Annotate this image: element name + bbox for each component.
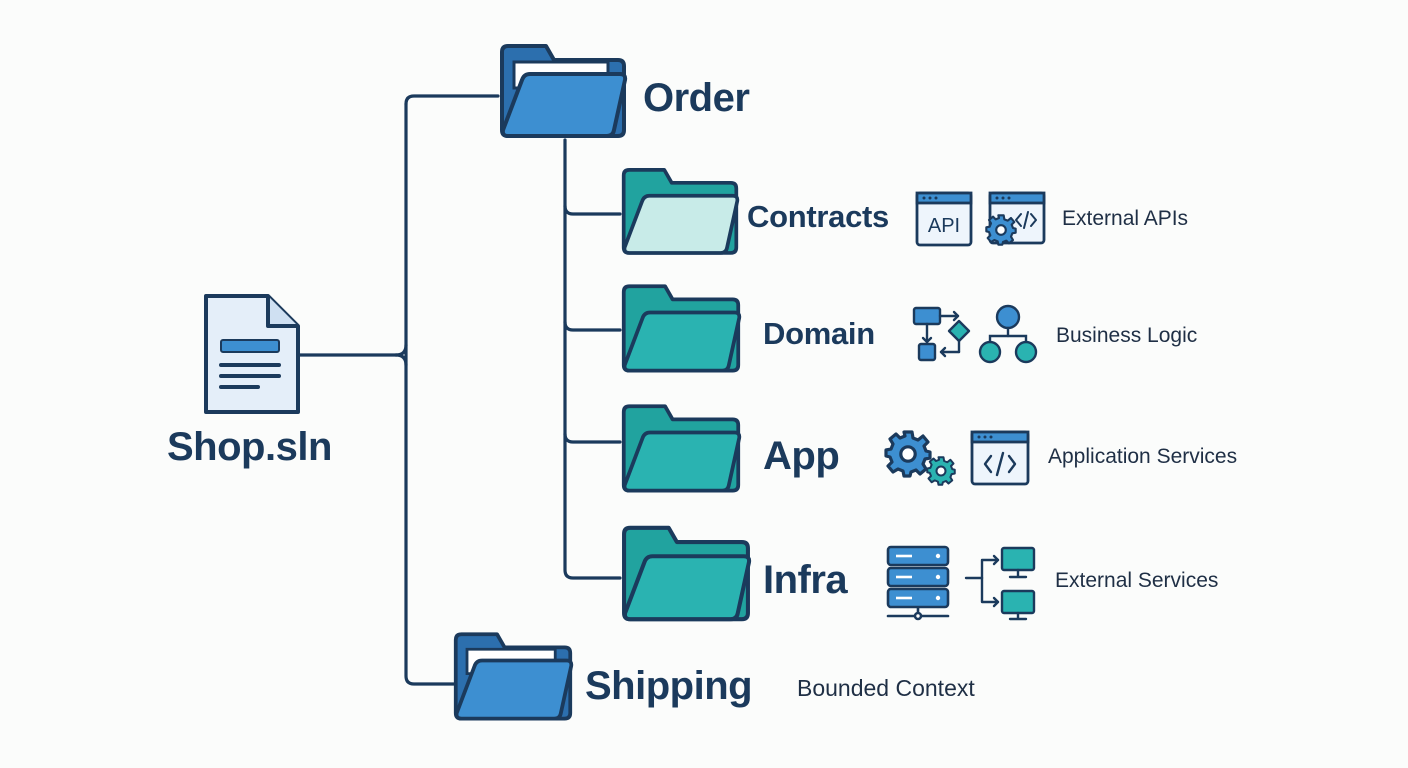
api-window-icon: API — [915, 191, 973, 247]
shipping-folder-icon — [453, 632, 574, 721]
infra-label: Infra — [763, 558, 848, 602]
tree-connectors — [296, 94, 622, 686]
gears-icon — [884, 430, 956, 486]
code-window-icon — [970, 430, 1030, 486]
infra-description: External Services — [1055, 569, 1219, 592]
domain-description: Business Logic — [1056, 324, 1198, 347]
contracts-folder-icon — [621, 167, 740, 255]
solution-label: Shop.sln — [167, 425, 332, 469]
app-folder-icon — [621, 404, 742, 493]
contracts-description: External APIs — [1062, 207, 1189, 230]
contracts-label: Contracts — [747, 199, 889, 234]
api-icon-text: API — [928, 215, 960, 237]
domain-label: Domain — [763, 316, 875, 351]
app-label: App — [763, 434, 840, 478]
server-icon — [886, 545, 950, 621]
shipping-description: Bounded Context — [797, 675, 975, 701]
order-label: Order — [643, 76, 750, 120]
code-gear-window-icon — [985, 191, 1046, 246]
infra-folder-icon — [624, 528, 749, 619]
solution-file-icon — [204, 294, 300, 414]
flowchart-icon — [912, 306, 971, 362]
domain-folder-icon — [621, 284, 742, 373]
network-monitors-icon — [964, 546, 1036, 621]
shipping-label: Shipping — [585, 664, 753, 708]
order-folder-icon — [500, 44, 628, 138]
app-description: Application Services — [1048, 445, 1238, 468]
hierarchy-icon — [978, 304, 1038, 364]
